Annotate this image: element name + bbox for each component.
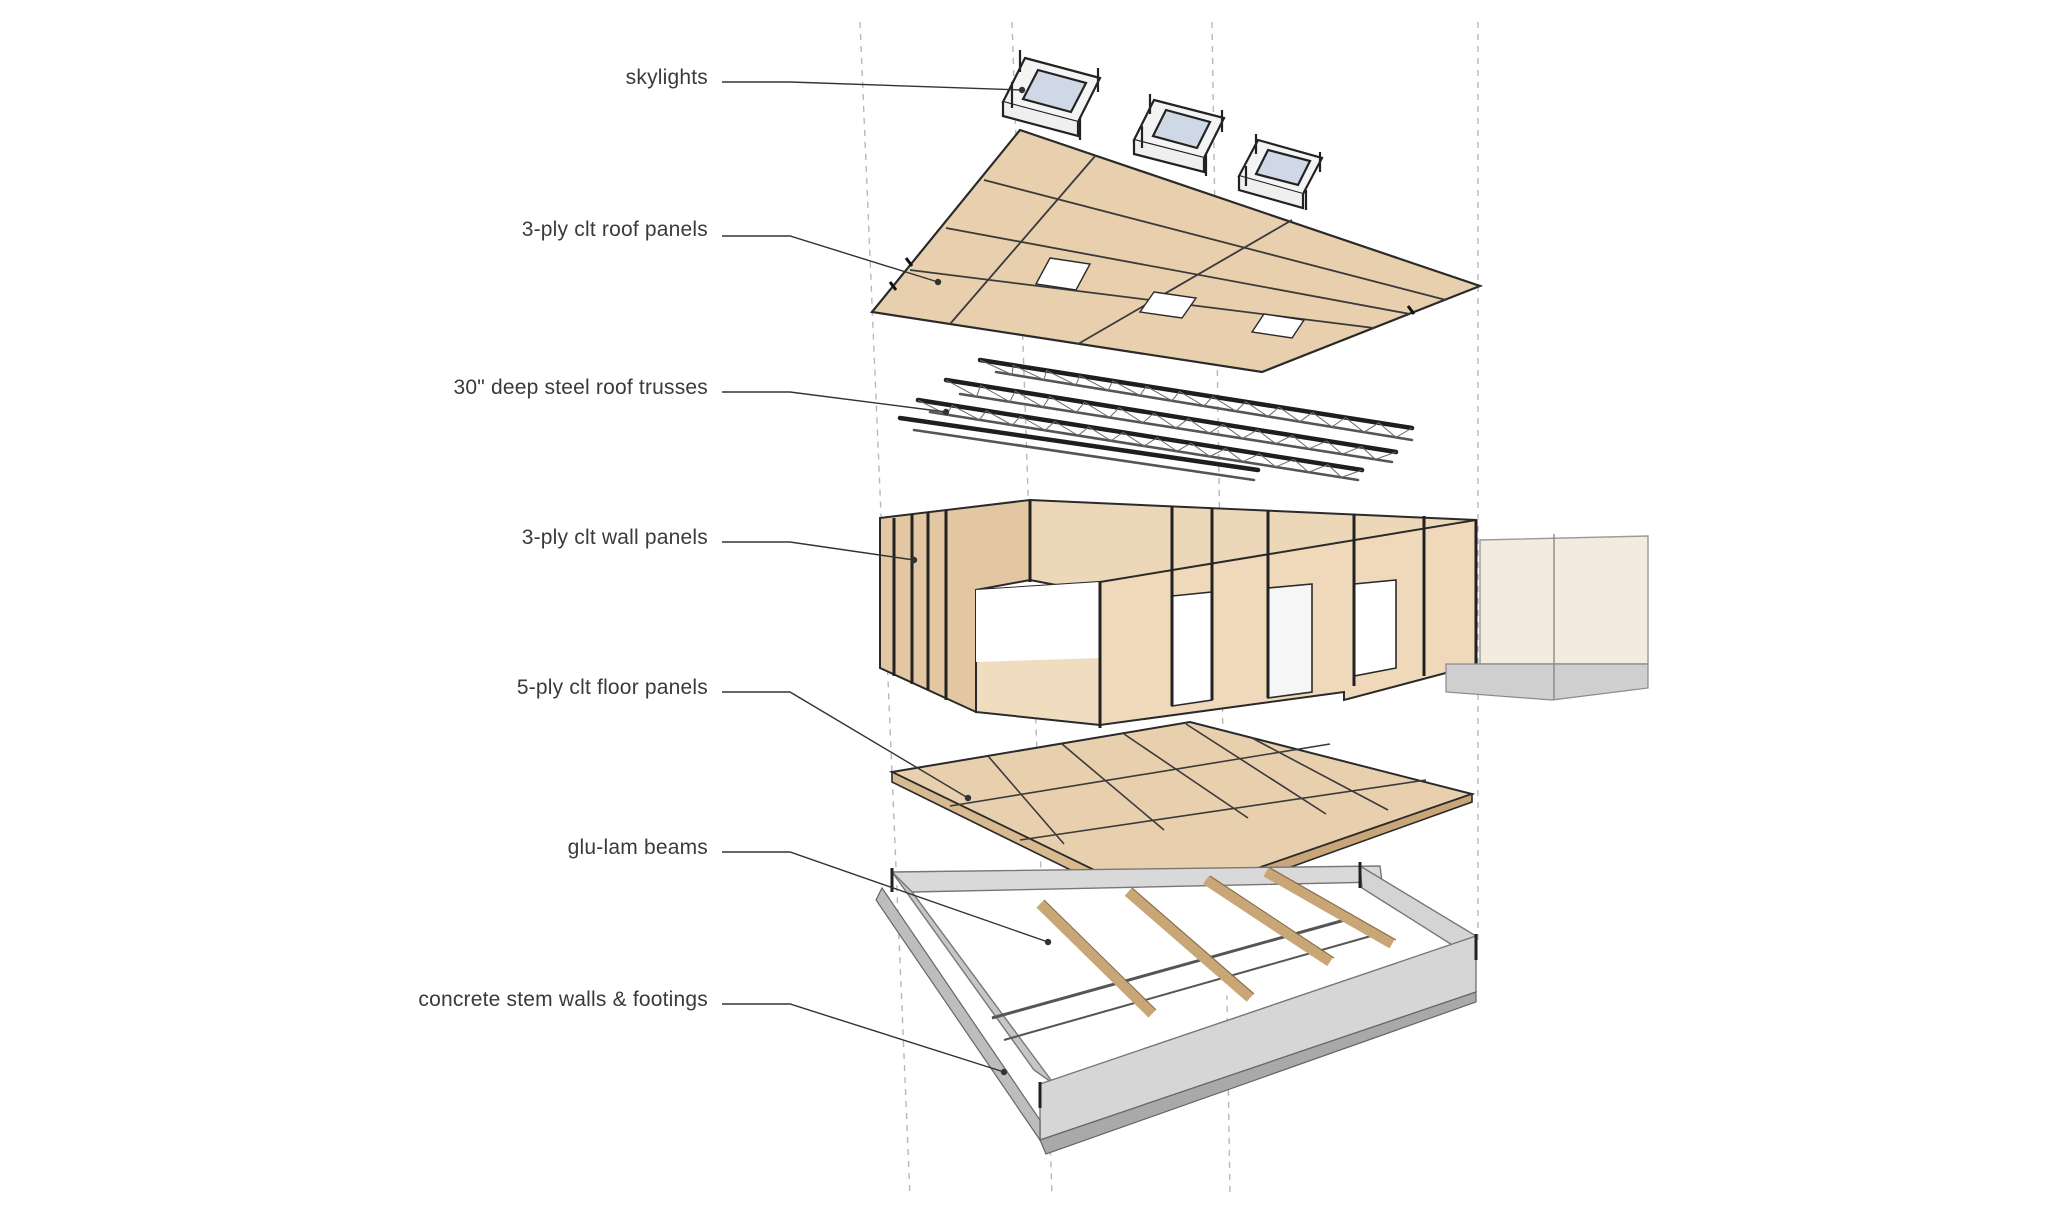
skylights-group [1001,50,1324,210]
leader-lines [722,81,1052,1076]
label-glulam-beams: glu-lam beams [567,836,708,859]
leader-glulam-beams [722,851,1049,943]
label-stem-walls: concrete stem walls & footings [418,988,708,1011]
label-roof-panels: 3-ply clt roof panels [521,218,708,241]
leader-roof-trusses [722,391,947,413]
skylight-1 [1001,50,1102,140]
leader-floor-panels [722,691,969,799]
leader-stem-walls [722,1003,1005,1073]
label-wall-panels: 3-ply clt wall panels [521,526,708,549]
leader-skylights [722,81,1023,91]
foundation [875,860,1478,1155]
wall-panels [879,498,1649,728]
truss-web-zigzag [979,359,1413,439]
skylight-2 [1132,94,1226,176]
truss-webbing [917,359,1413,478]
roof-trusses [897,357,1415,482]
label-floor-panels: 5-ply clt floor panels [516,676,708,699]
leader-wall-panels [722,541,915,561]
label-roof-trusses: 30" deep steel roof trusses [453,376,708,399]
roof-panels [869,128,1484,374]
leader-roof-panels [722,235,939,283]
truss-web-zigzag [917,399,1363,478]
skylight-3 [1237,134,1324,210]
label-skylights: skylights [625,66,708,89]
truss-web-zigzag [945,379,1397,460]
